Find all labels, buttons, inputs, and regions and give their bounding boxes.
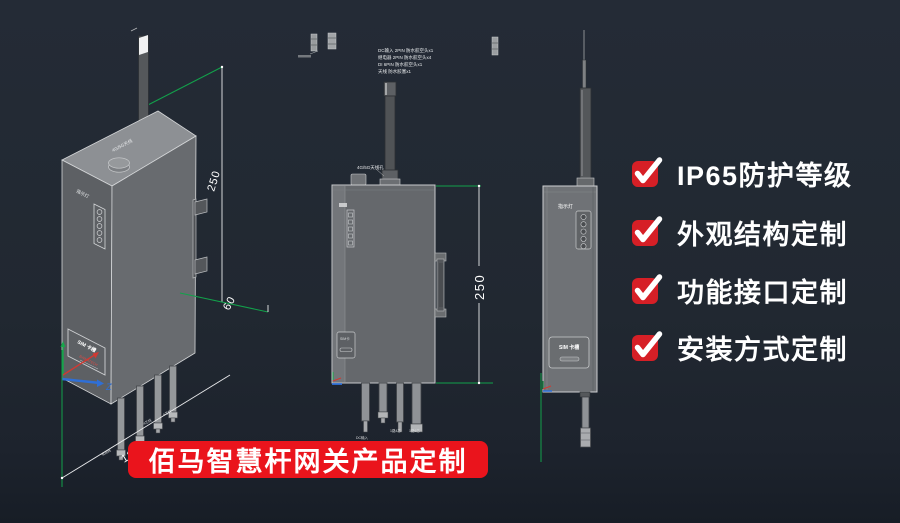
- loose-part: [491, 36, 499, 56]
- side-antenna: [576, 59, 595, 187]
- feature-item: 安装方式定制: [632, 330, 848, 365]
- banner-title: 佰马智慧杆网关产品定制: [148, 447, 468, 477]
- cable: [361, 382, 370, 433]
- loose-part: [327, 32, 337, 50]
- cable-label: 6芯线: [162, 408, 173, 417]
- cable-label: 1路6芯: [409, 428, 420, 433]
- annotation-line: 继电器 2PIN 防水航空头x4: [378, 54, 432, 61]
- annotation-line: DC输入 2PIN 防水航空头x1: [378, 47, 434, 54]
- feature-item: 外观结构定制: [632, 215, 848, 250]
- front-body: SIM卡: [331, 184, 436, 385]
- iso-dim-height: 250: [130, 27, 224, 302]
- cable: [168, 365, 178, 423]
- cable: [396, 382, 404, 433]
- cable-label: DC输入: [356, 435, 369, 440]
- bottom-banner: 佰马智慧杆网关产品定制: [128, 441, 488, 478]
- cable: [135, 385, 145, 447]
- feature-label: IP65防护等级: [677, 160, 853, 191]
- iso-side-face: [110, 135, 197, 405]
- checkmark-icon: [632, 330, 663, 361]
- iso-dim-height-label: 250: [205, 169, 223, 193]
- axis-z-label: Z: [105, 382, 112, 392]
- feature-item: IP65防护等级: [632, 156, 853, 191]
- cable: [153, 374, 163, 434]
- front-cables: DC输入 1路4芯 1路6芯: [356, 382, 423, 440]
- front-sim-label: SIM卡: [340, 336, 350, 341]
- front-led-strip: [346, 209, 355, 248]
- iso-vent: [108, 157, 130, 173]
- cable: [377, 382, 389, 424]
- checkmark-icon: [632, 215, 663, 246]
- front-mount-bracket: [434, 252, 447, 318]
- side-cable: [579, 391, 591, 448]
- side-view: 指示灯 SIM 卡槽: [540, 30, 598, 462]
- cable: [410, 382, 423, 433]
- front-dim-height: 250: [436, 184, 493, 385]
- cable-label: 电源线: [100, 447, 112, 457]
- iso-led-strip: [93, 203, 106, 250]
- loose-part: [298, 33, 319, 58]
- checkmark-icon: [632, 273, 663, 304]
- iso-dim-depth-label: 60: [221, 294, 238, 312]
- iso-mount-bracket: [192, 198, 208, 279]
- side-sim-panel: SIM 卡槽: [548, 336, 590, 369]
- front-sim-panel: SIM卡: [336, 331, 356, 359]
- cad-drawing: 250 4G/5G天线: [60, 27, 598, 487]
- iso-view: 250 4G/5G天线: [60, 27, 269, 487]
- feature-label: 安装方式定制: [677, 334, 848, 365]
- cable-label: 1路4芯: [390, 428, 401, 433]
- feature-label: 外观结构定制: [677, 219, 848, 250]
- ucs-axis-icon: Z: [60, 341, 112, 392]
- side-sim-label: SIM 卡槽: [559, 344, 579, 351]
- antenna-hole-label: 4G/5G天线孔: [357, 164, 384, 171]
- front-dim-height-label: 250: [472, 274, 487, 300]
- cable: [116, 397, 126, 461]
- front-antenna: [350, 81, 401, 186]
- annotation-line: 天线 防水胶塞x1: [378, 68, 411, 75]
- connector-annotations: DC输入 2PIN 防水航空头x1 继电器 2PIN 防水航空头x4 DI 6P…: [378, 47, 434, 75]
- cable-label: 4芯线: [142, 417, 153, 426]
- side-led-label: 指示灯: [558, 203, 573, 210]
- side-led-strip: [575, 210, 592, 250]
- feature-label: 功能接口定制: [677, 277, 848, 308]
- side-body: 指示灯 SIM 卡槽: [542, 185, 598, 393]
- ucs-mini-icon: [332, 372, 342, 385]
- checkmark-icon: [632, 156, 663, 187]
- feature-item: 功能接口定制: [632, 273, 848, 308]
- iso-dim-depth: 60: [179, 292, 269, 313]
- ucs-mini-icon: [542, 381, 552, 392]
- annotation-line: DI 6PIN 防水航空头x1: [378, 61, 423, 68]
- brand-mark: [339, 203, 347, 207]
- front-view: DC输入 2PIN 防水航空头x1 继电器 2PIN 防水航空头x4 DI 6P…: [298, 32, 499, 440]
